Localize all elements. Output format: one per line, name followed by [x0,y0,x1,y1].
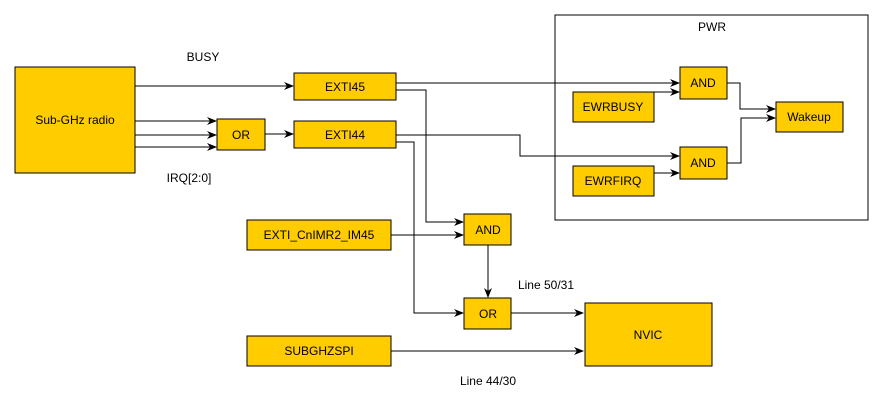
svg-text:SUBGHZSPI: SUBGHZSPI [284,344,353,358]
block-ewrfirq[interactable]: EWRFIRQ [572,165,655,197]
wires [135,79,776,355]
svg-text:Sub-GHz radio: Sub-GHz radio [35,113,115,127]
svg-text:OR: OR [232,128,250,142]
svg-text:EXTI44: EXTI44 [325,128,365,142]
svg-text:EWRBUSY: EWRBUSY [583,100,644,114]
wire-and1-wakeup [727,82,776,113]
wire-exti44-or-mid [396,141,464,317]
block-subghzspi[interactable]: SUBGHZSPI [246,335,392,367]
pwr-frame [554,14,869,221]
svg-text:EWRFIRQ: EWRFIRQ [585,174,642,188]
svg-text:NVIC: NVIC [634,328,663,342]
block-exti45[interactable]: EXTI45 [293,72,397,101]
line-44-30-label: Line 44/30 [460,374,516,388]
wire-exti45-and-mid [396,89,464,226]
svg-text:AND: AND [690,156,716,170]
svg-text:Wakeup: Wakeup [787,110,831,124]
block-exti-cnimr2-im45[interactable]: EXTI_CnIMR2_IM45 [246,219,392,251]
irq-label: IRQ[2:0] [167,171,212,185]
block-nvic[interactable]: NVIC [584,302,713,367]
block-and-pwr2[interactable]: AND [679,146,728,180]
svg-text:OR: OR [479,307,497,321]
wire-exti44-and-pwr2 [396,134,680,160]
svg-text:EXTI45: EXTI45 [325,80,365,94]
block-ewrbusy[interactable]: EWRBUSY [572,91,655,123]
block-and-mid[interactable]: AND [463,213,512,246]
block-or-mid[interactable]: OR [463,297,512,330]
svg-text:AND: AND [690,76,716,90]
block-or-irq[interactable]: OR [216,118,266,151]
svg-text:EXTI_CnIMR2_IM45: EXTI_CnIMR2_IM45 [264,228,375,242]
line-50-31-label: Line 50/31 [518,278,574,292]
block-exti44[interactable]: EXTI44 [293,120,397,149]
pwr-label: PWR [698,20,726,34]
wire-and2-wakeup [727,114,776,164]
block-sub-ghz-radio[interactable]: Sub-GHz radio [14,66,136,174]
block-and-pwr1[interactable]: AND [679,66,728,100]
block-wakeup[interactable]: Wakeup [775,101,844,133]
svg-text:AND: AND [475,223,501,237]
busy-label: BUSY [187,50,220,64]
